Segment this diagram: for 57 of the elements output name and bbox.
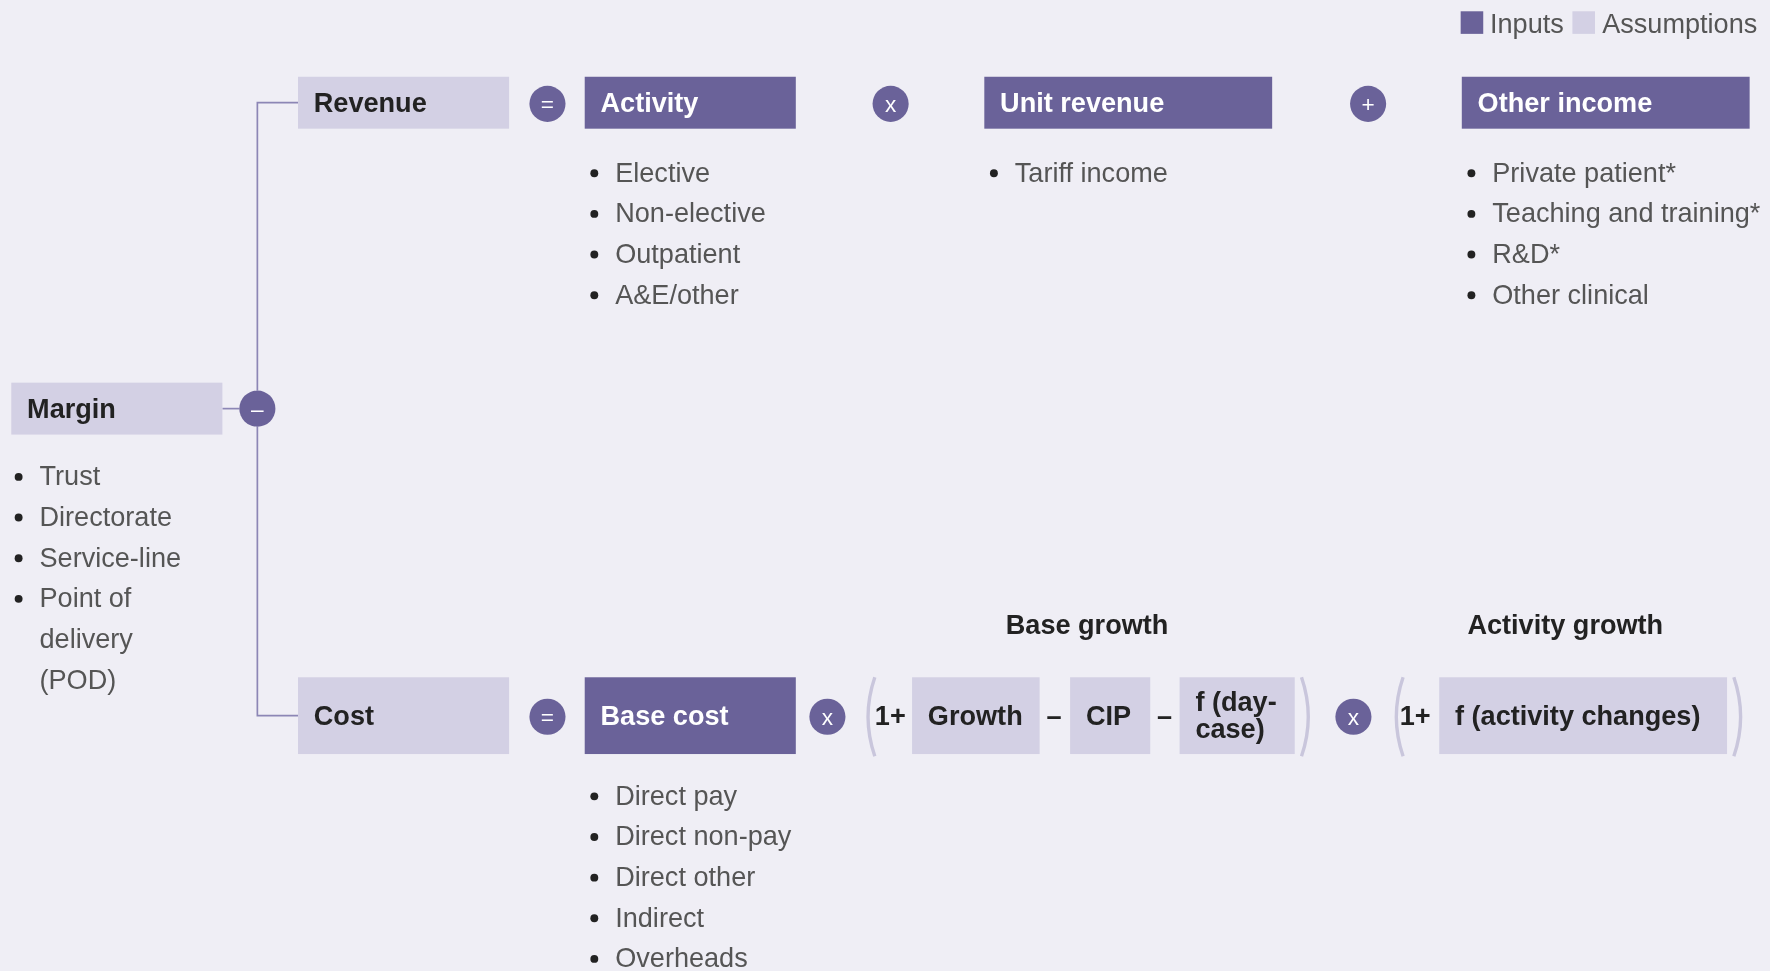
operator-circle: x bbox=[809, 698, 846, 735]
formula-term: – bbox=[1157, 699, 1173, 732]
assumption-box bbox=[912, 677, 1040, 755]
operator-circle: = bbox=[529, 85, 566, 122]
box-label: Base cost bbox=[600, 699, 729, 732]
bullet-item: Overheads bbox=[587, 938, 926, 971]
assumption-box bbox=[1179, 677, 1295, 755]
assumption-box bbox=[1439, 677, 1728, 755]
box-label: Cost bbox=[313, 699, 374, 732]
operator-circle: x bbox=[872, 85, 909, 122]
legend-label: Inputs bbox=[1490, 7, 1564, 40]
operator-circle: = bbox=[529, 698, 566, 735]
input-box bbox=[1461, 76, 1750, 129]
box-label: Activity bbox=[600, 86, 699, 119]
section-heading: Activity growth bbox=[1467, 609, 1664, 642]
bullet-item: Elective bbox=[587, 152, 926, 193]
bullet-item: Tariff income bbox=[986, 152, 1326, 193]
bullet-item: Point of delivery (POD) bbox=[11, 577, 215, 700]
operator-circle: x bbox=[1335, 698, 1372, 735]
bullet-item: Private patient* bbox=[1464, 152, 1769, 193]
bullet-item: Service-line bbox=[11, 537, 215, 578]
formula-term: 1+ bbox=[1399, 699, 1431, 732]
bullet-item: Non-elective bbox=[587, 193, 926, 234]
bullet-item: Direct non-pay bbox=[587, 816, 926, 857]
operator-circle: + bbox=[1350, 85, 1387, 122]
bullet-item: Trust bbox=[11, 456, 215, 497]
assumption-box bbox=[298, 677, 510, 755]
input-box bbox=[584, 677, 796, 755]
bullet-item: Teaching and training* bbox=[1464, 193, 1769, 234]
bullet-item: Direct pay bbox=[587, 775, 926, 817]
input-box bbox=[584, 76, 796, 129]
connector-line bbox=[256, 101, 299, 392]
assumption-box bbox=[298, 76, 510, 129]
assumption-box bbox=[11, 382, 223, 435]
formula-term: 1+ bbox=[874, 699, 906, 732]
box-label: f (activity changes) bbox=[1455, 699, 1701, 732]
box-label: Margin bbox=[27, 392, 116, 425]
bullet-item: Directorate bbox=[11, 496, 215, 538]
operator-circle: – bbox=[239, 390, 276, 427]
box-label: CIP bbox=[1085, 699, 1132, 732]
bullet-item: A&E/other bbox=[587, 274, 926, 315]
box-label: f (day-case) bbox=[1195, 688, 1278, 743]
assumption-box bbox=[1070, 677, 1151, 755]
bullet-item: R&D* bbox=[1464, 233, 1769, 275]
box-label: Unit revenue bbox=[1000, 86, 1165, 119]
formula-term: – bbox=[1046, 699, 1062, 732]
box-label: Revenue bbox=[313, 86, 427, 119]
bullet-item: Other clinical bbox=[1464, 274, 1769, 315]
bullet-item: Direct other bbox=[587, 856, 926, 898]
section-heading: Base growth bbox=[1005, 609, 1169, 642]
box-label: Growth bbox=[927, 699, 1023, 732]
box-label: Other income bbox=[1477, 86, 1653, 119]
bullet-item: Indirect bbox=[587, 897, 926, 939]
input-box bbox=[984, 76, 1273, 129]
connector-line bbox=[256, 425, 299, 717]
legend-label: Assumptions bbox=[1602, 7, 1758, 40]
bullet-item: Outpatient bbox=[587, 233, 926, 275]
